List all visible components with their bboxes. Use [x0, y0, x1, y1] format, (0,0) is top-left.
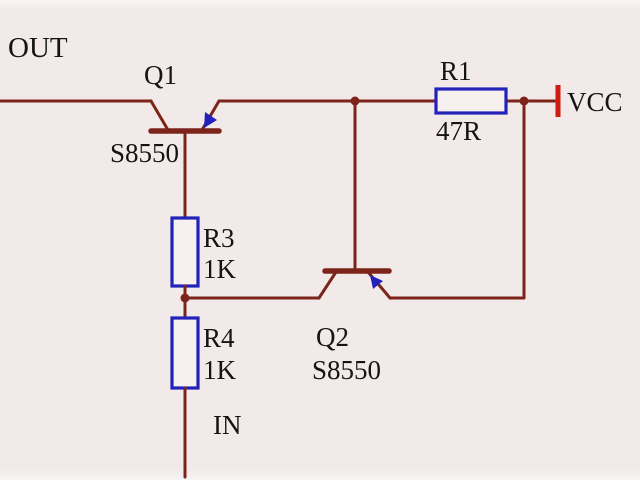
- label-r1: R1: [440, 56, 472, 86]
- label-r4-value: 1K: [203, 355, 237, 385]
- label-r3-value: 1K: [203, 254, 237, 284]
- q1-collector-lead: [149, 99, 170, 132]
- wire-vcc-to-q2-emitter: [388, 99, 526, 300]
- label-in: IN: [213, 410, 242, 440]
- label-out: OUT: [8, 32, 68, 64]
- resistor-r1-body: [434, 87, 508, 115]
- label-q1-part: S8550: [110, 138, 179, 168]
- label-q1: Q1: [144, 60, 177, 90]
- q2-collector-lead: [317, 270, 338, 300]
- q2-pnp-arrow-icon: [370, 275, 383, 289]
- label-r1-value: 47R: [436, 116, 481, 146]
- label-r4: R4: [203, 323, 235, 353]
- resistor-r3-body: [170, 216, 200, 288]
- label-vcc: VCC: [567, 87, 623, 117]
- label-q2-part: S8550: [312, 355, 381, 385]
- resistor-r4-body: [170, 316, 200, 390]
- q1-pnp-arrow-icon: [204, 112, 217, 128]
- label-r3: R3: [203, 223, 235, 253]
- label-q2: Q2: [316, 322, 349, 352]
